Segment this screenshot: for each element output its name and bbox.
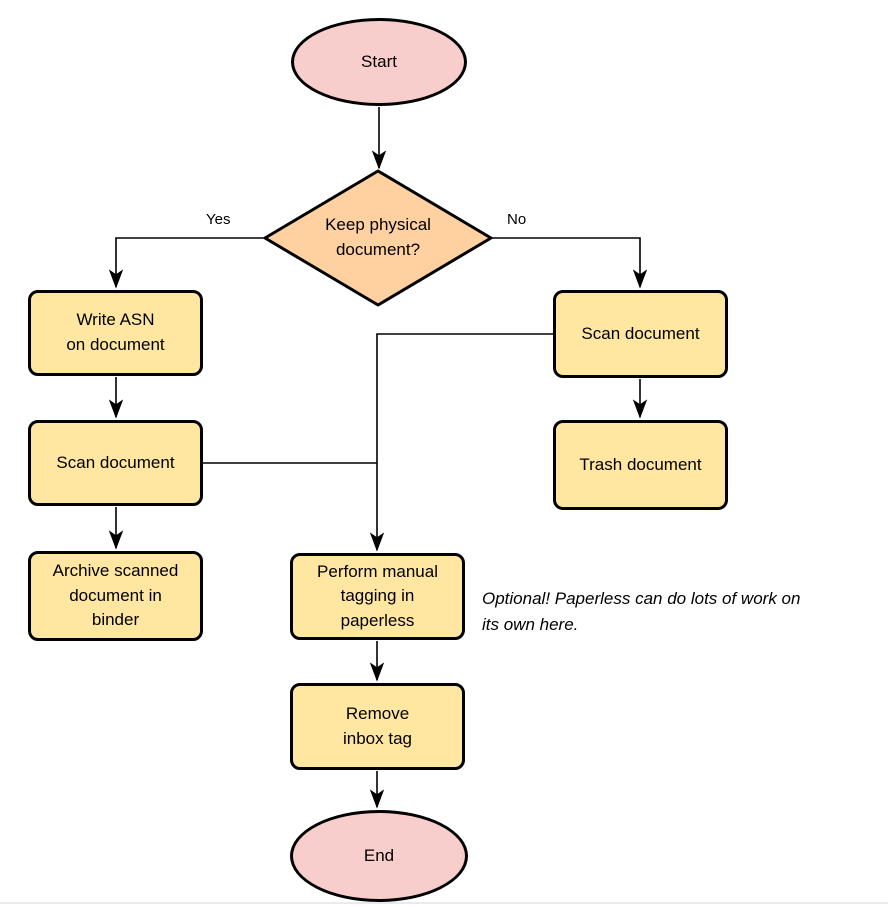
remove-inbox-tag-node: Remove inbox tag — [290, 683, 465, 770]
edge-decision-no-to-scan-right — [491, 237, 648, 289]
perform-tagging-node-label: Perform manual tagging in paperless — [317, 561, 438, 630]
no-edge-label: No — [507, 211, 527, 228]
archive-document-node-label: Archive scanned document in binder — [52, 561, 179, 630]
bottom-edge-line — [0, 902, 888, 904]
remove-inbox-tag-node-label: Remove inbox tag — [343, 703, 412, 748]
edge-decision-yes-to-write-asn — [108, 237, 265, 289]
scan-document-left-node: Scan document — [28, 420, 203, 506]
end-node: End — [290, 810, 468, 902]
scan-document-right-node: Scan document — [553, 290, 728, 378]
annotation-note: Optional! Paperless can do lots of work … — [482, 589, 801, 634]
archive-document-node: Archive scanned document in binder — [28, 551, 203, 641]
decision-diamond-shape — [263, 169, 493, 307]
trash-document-node-label: Trash document — [579, 454, 702, 474]
write-asn-node-label: Write ASN on document — [66, 310, 165, 354]
start-node-label: Start — [361, 51, 397, 71]
scan-document-right-node-label: Scan document — [581, 323, 700, 343]
start-node: Start — [291, 18, 467, 106]
decision-node-label: Keep physical document? — [325, 215, 431, 259]
edge-scan-right-to-perform-tagging — [369, 333, 553, 552]
write-asn-node: Write ASN on document — [28, 290, 203, 376]
trash-document-node: Trash document — [553, 420, 728, 510]
yes-edge-label: Yes — [206, 211, 231, 228]
scan-document-left-node-label: Scan document — [56, 452, 175, 472]
end-node-label: End — [363, 845, 395, 865]
decision-node: Keep physical document? — [278, 171, 478, 305]
perform-tagging-node: Perform manual tagging in paperless — [290, 553, 465, 640]
